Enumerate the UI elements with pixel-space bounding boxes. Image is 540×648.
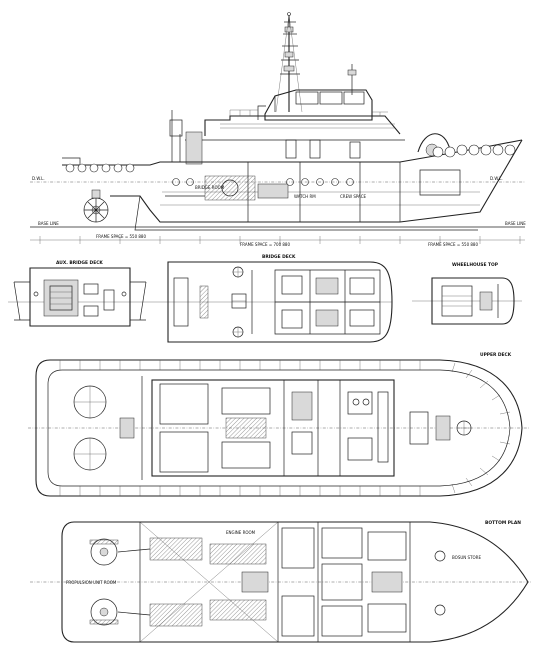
bosun-store-label: BOSUN STORE (452, 555, 481, 560)
propulsion-units (89, 538, 119, 626)
engine-room-label: ENGINE ROOM (226, 530, 256, 535)
main-engines (117, 537, 269, 627)
bottom-plan-view: BOTTOM PLAN (30, 520, 532, 643)
frame-space-label-3: FRAME SPACE = 550 880 (428, 242, 478, 247)
upper-deck-title: UPPER DECK (480, 352, 512, 358)
mast (171, 12, 357, 162)
tow-hook (119, 417, 135, 439)
profile-view: D.W.L. D.W.L. BRIDGE ROOM WATCH RM CREW … (30, 12, 526, 247)
dwl-label-left: D.W.L. (32, 176, 45, 181)
wheelhouse-top-title: WHEELHOUSE TOP (452, 262, 499, 268)
dwl-label-right: D.W.L. (490, 176, 503, 181)
towing-staple (417, 133, 451, 153)
watch-room-label: WATCH RM (294, 194, 316, 199)
bridge-room-label: BRIDGE ROOM (195, 185, 225, 190)
hull-profile (62, 139, 523, 231)
frame-space-label-1: FRAME SPACE = 550 880 (96, 234, 146, 239)
bottom-plan-title: BOTTOM PLAN (485, 520, 521, 526)
superstructure (179, 89, 405, 162)
exhaust-stack (185, 131, 203, 165)
upper-deck-view: UPPER DECK (28, 352, 530, 497)
base-line-label-left: BASE LINE (38, 221, 59, 226)
wheelhouse-top-view: WHEELHOUSE TOP (412, 262, 522, 325)
frame-space-label-2: FRAME SPACE = 700 880 (240, 242, 290, 247)
base-line-label-right: BASE LINE (505, 221, 526, 226)
stair-hatch (225, 417, 267, 439)
propulsor (83, 189, 109, 223)
bridge-deck-view: BRIDGE DECK (150, 254, 393, 343)
aux-bridge-deck-title: AUX. BRIDGE DECK (56, 260, 103, 266)
propulsion-unit-room-label: PROPULSION UNIT ROOM (66, 580, 117, 585)
aux-bridge-deck-view: AUX. BRIDGE DECK (8, 260, 150, 327)
crew-space-label: CREW SPACE (340, 194, 366, 199)
bridge-deck-title: BRIDGE DECK (262, 254, 296, 260)
